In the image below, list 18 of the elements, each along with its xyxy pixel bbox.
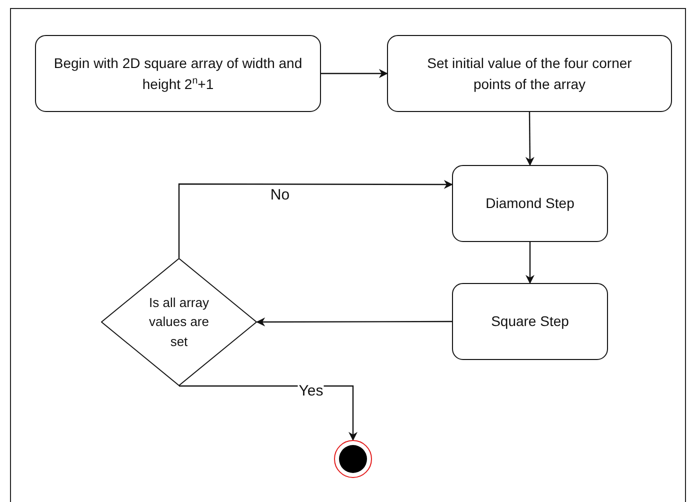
arrow bbox=[178, 180, 453, 258]
edge-label: No bbox=[269, 188, 291, 202]
end-node bbox=[334, 440, 372, 478]
arrow bbox=[525, 112, 534, 166]
node-text: Is all array values are set bbox=[148, 294, 210, 351]
node-text: Diamond Step bbox=[486, 194, 574, 213]
process-box bbox=[452, 165, 608, 242]
arrow bbox=[321, 69, 388, 78]
process-box bbox=[387, 35, 672, 112]
arrow bbox=[526, 242, 534, 284]
node-text: Begin with 2D square array of width and height 2$^{n}$+1 bbox=[52, 54, 304, 94]
edge-label: Yes bbox=[298, 384, 324, 398]
arrow bbox=[256, 317, 452, 326]
node-text: Square Step bbox=[491, 312, 569, 331]
process-box bbox=[35, 35, 321, 112]
arrow bbox=[178, 385, 358, 441]
process-box bbox=[452, 283, 608, 360]
node-text: Set initial value of the four corner points of the array bbox=[426, 54, 633, 94]
